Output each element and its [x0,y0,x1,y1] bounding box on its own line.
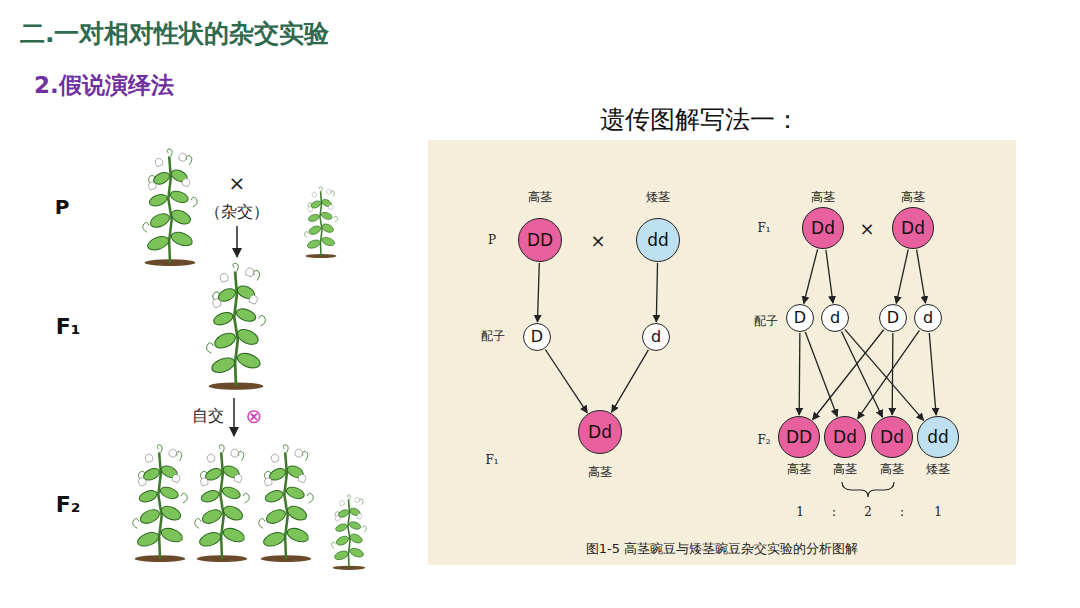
genotype-circle: DD [518,218,562,262]
label-text: 自交 [192,407,224,425]
genotype-circle: d [821,304,849,332]
slide-title: 二.一对相对性状的杂交实验 [20,20,330,48]
label-text: 配子 [481,330,505,343]
label-text: 高茎 [787,463,811,476]
label-text: 高茎 [811,191,835,204]
label-text: 遗传图解写法一： [600,106,800,134]
pea-plant-figure [133,149,367,570]
label-text: 2.假说演绎法 [34,73,174,98]
pea-plant-figure [195,445,250,562]
arrow-connector [892,333,894,415]
label-text: × [859,219,874,239]
label-text: 高茎 [901,191,925,204]
pea-plant-figure [331,495,366,570]
arrow-connector [545,350,587,413]
pea-plant-figure [304,187,337,258]
arrow-connector [799,333,801,415]
label-text: 高茎 [880,463,904,476]
genotype-circle: Dd [824,416,866,458]
label-text: F₁ [56,315,81,339]
genotype-text: D [887,310,899,326]
genotype-circle: D [523,323,551,351]
label-text: F₁ [485,454,498,467]
arrow-connector [805,332,837,416]
label-text: 配子 [754,315,778,328]
genotype-circle: Dd [578,410,622,454]
genotype-text: DD [527,232,553,249]
genotype-text: Dd [880,429,904,446]
arrow-connector [929,333,936,415]
genotype-text: D [794,310,806,326]
genotype-text: DD [786,429,812,446]
label-text: F₂ [757,434,770,447]
genotype-text: Dd [833,429,857,446]
bracket [842,482,894,497]
genotype-circle: d [642,323,670,351]
label-text: 1 [934,506,942,519]
genotype-circle: DD [778,416,820,458]
figure-caption: 图1-5 高茎豌豆与矮茎豌豆杂交实验的分析图解 [586,542,858,556]
label-text: : [900,506,904,519]
label-text: 高茎 [588,466,612,479]
genotype-text: d [830,310,840,326]
pea-plant-figure [207,263,266,390]
cross-arrow [234,226,237,436]
arrow-connector [896,249,908,303]
genotype-circle: Dd [871,416,913,458]
genotype-circle: dd [917,416,959,458]
genotype-circle: Dd [802,207,844,249]
label-text: 高茎 [528,191,552,204]
label-text: P [55,196,70,218]
genotype-circle: D [786,304,814,332]
pea-plant-figure [143,149,198,266]
label-text: （杂交） [205,203,269,221]
cross-arrow [233,398,235,436]
label-text: 1 [796,506,804,519]
arrow-connector [813,330,884,420]
label-text: 高茎 [833,463,857,476]
arrow-connector [841,332,882,418]
label-text: 矮茎 [646,191,670,204]
arrow-connector [612,350,649,412]
label-text: F₂ [56,493,81,517]
genotype-text: D [531,329,543,345]
genotype-circle: dd [636,218,680,262]
label-text: × [590,231,605,251]
label-text: 2 [864,506,872,519]
cross-arrow [236,226,238,257]
arrow-connector [656,263,657,322]
genotype-circle: D [879,304,907,332]
pea-plant-figure [259,445,314,562]
genotype-text: dd [927,429,949,446]
label-text: P [488,234,496,247]
arrow-connector [917,250,926,304]
arrow-connector [804,249,818,303]
label-text: × [229,172,246,194]
genotype-text: Dd [901,220,925,237]
genotype-text: Dd [588,424,612,441]
arrow-connector [537,263,539,322]
genotype-circle: d [914,304,942,332]
arrow-connector [845,329,924,420]
label-text: : [832,506,836,519]
genotype-circle: Dd [892,207,934,249]
arrow-connector [826,250,833,303]
genotype-text: dd [647,232,669,249]
genotype-text: d [651,329,661,345]
textbook-panel [428,140,1016,565]
label-text: F₁ [757,222,770,235]
label-text: ⊗ [246,405,263,427]
genotype-text: Dd [811,220,835,237]
label-text: 矮茎 [926,463,950,476]
pea-plant-figure [133,445,188,562]
genotype-text: d [923,310,933,326]
